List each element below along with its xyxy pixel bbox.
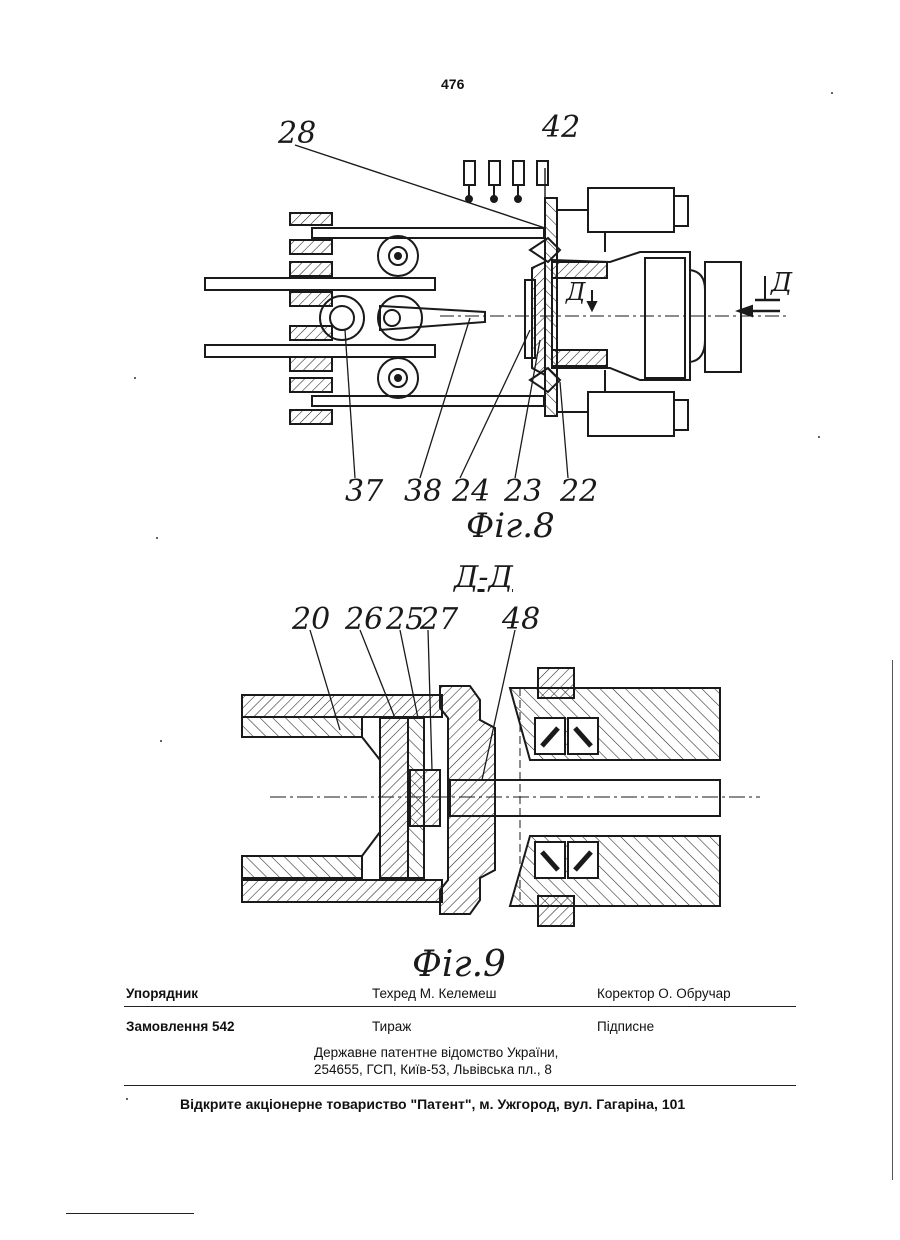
figure-9-caption: Фіг.9 (412, 944, 506, 985)
imprint-office-line-2: 254655, ГСП, Київ-53, Львівська пл., 8 (314, 1062, 552, 1077)
imprint-compiler: Упорядник (126, 986, 198, 1001)
imprint-corrector: Коректор О. Обручар (597, 986, 731, 1001)
scan-speck (818, 436, 820, 438)
imprint-circulation: Тираж (372, 1019, 411, 1034)
scan-speck (134, 377, 136, 379)
imprint-printer: Відкрите акціонерне товариство "Патент",… (180, 1096, 685, 1112)
scan-edge-line-right (892, 660, 893, 1180)
imprint-tech-editor: Техред М. Келемеш (372, 986, 496, 1001)
imprint-order: Замовлення 542 (126, 1019, 235, 1034)
imprint-rule-bottom (124, 1085, 796, 1086)
scan-speck (831, 92, 833, 94)
scan-edge-line (66, 1213, 194, 1214)
scan-speck (126, 1098, 128, 1100)
imprint-office-line-1: Державне патентне відомство України, (314, 1045, 558, 1060)
scan-speck (156, 537, 158, 539)
scan-speck (160, 740, 162, 742)
imprint-rule-top (124, 1006, 796, 1007)
imprint-subscription: Підписне (597, 1019, 654, 1034)
